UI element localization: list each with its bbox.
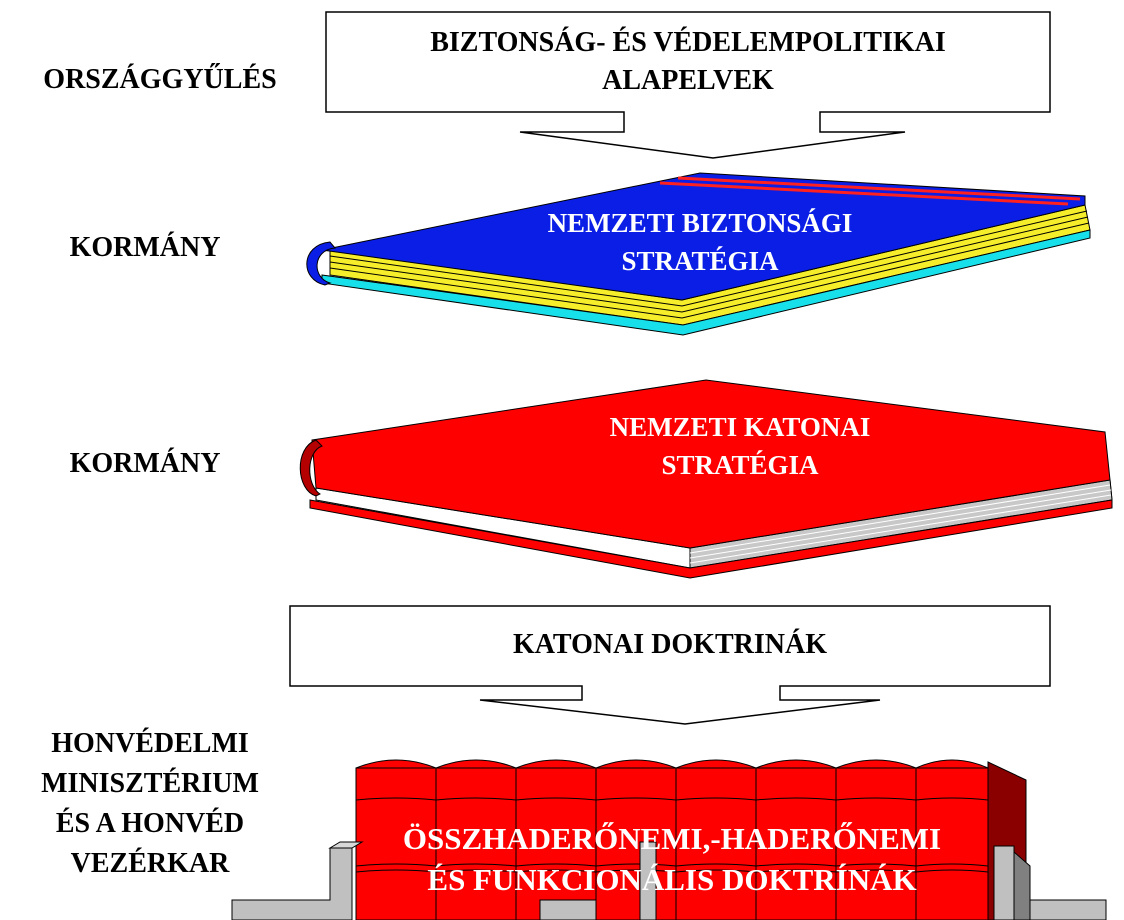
military-doctrines-callout-text: KATONAI DOKTRINÁK xyxy=(512,629,827,660)
national-military-strategy-title: NEMZETI KATONAI STRATÉGIA xyxy=(560,408,920,484)
red-book-icon xyxy=(299,379,1113,579)
nms-line-2: STRATÉGIA xyxy=(661,450,819,480)
national-security-strategy-title: NEMZETI BIZTONSÁGI STRATÉGIA xyxy=(520,204,880,280)
nss-line-1: NEMZETI BIZTONSÁGI xyxy=(547,208,853,238)
gray-bookends-shape xyxy=(231,841,1107,920)
org-label-ministry-line-3: ÉS A HONVÉD xyxy=(55,808,245,839)
org-label-government-2: KORMÁNY xyxy=(69,448,221,479)
nss-line-2: STRATÉGIA xyxy=(621,246,779,276)
org-label-ministry-line-4: VEZÉRKAR xyxy=(70,848,230,879)
principles-callout-text: BIZTONSÁG- ÉS VÉDELEMPOLITIKAI ALAPELVEK xyxy=(330,24,1046,100)
doctrines-line-1: ÖSSZHADERŐNEMI,-HADERŐNEMI xyxy=(402,821,942,856)
doctrines-callout-shape xyxy=(289,605,1051,725)
org-label-government-1: KORMÁNY xyxy=(69,232,221,263)
doctrines-shelf-title: ÖSSZHADERŐNEMI,-HADERŐNEMI ÉS FUNKCIONÁL… xyxy=(356,818,988,900)
principles-line-1: BIZTONSÁG- ÉS VÉDELEMPOLITIKAI xyxy=(430,27,946,58)
org-label-parliament: ORSZÁGGYŰLÉS xyxy=(43,64,277,95)
org-label-ministry-line-2: MINISZTÉRIUM xyxy=(41,768,259,799)
nms-line-1: NEMZETI KATONAI xyxy=(609,412,871,442)
doctrine-books-icon xyxy=(355,759,1027,920)
doctrines-line-2: ÉS FUNKCIONÁLIS DOKTRÍNÁK xyxy=(427,862,917,897)
org-label-ministry: HONVÉDELMI MINISZTÉRIUM ÉS A HONVÉD VEZÉ… xyxy=(20,724,280,884)
principles-line-2: ALAPELVEK xyxy=(602,65,774,96)
blue-book-icon xyxy=(306,172,1091,336)
principles-callout-shape xyxy=(325,11,1051,159)
org-label-ministry-line-1: HONVÉDELMI xyxy=(51,728,249,759)
